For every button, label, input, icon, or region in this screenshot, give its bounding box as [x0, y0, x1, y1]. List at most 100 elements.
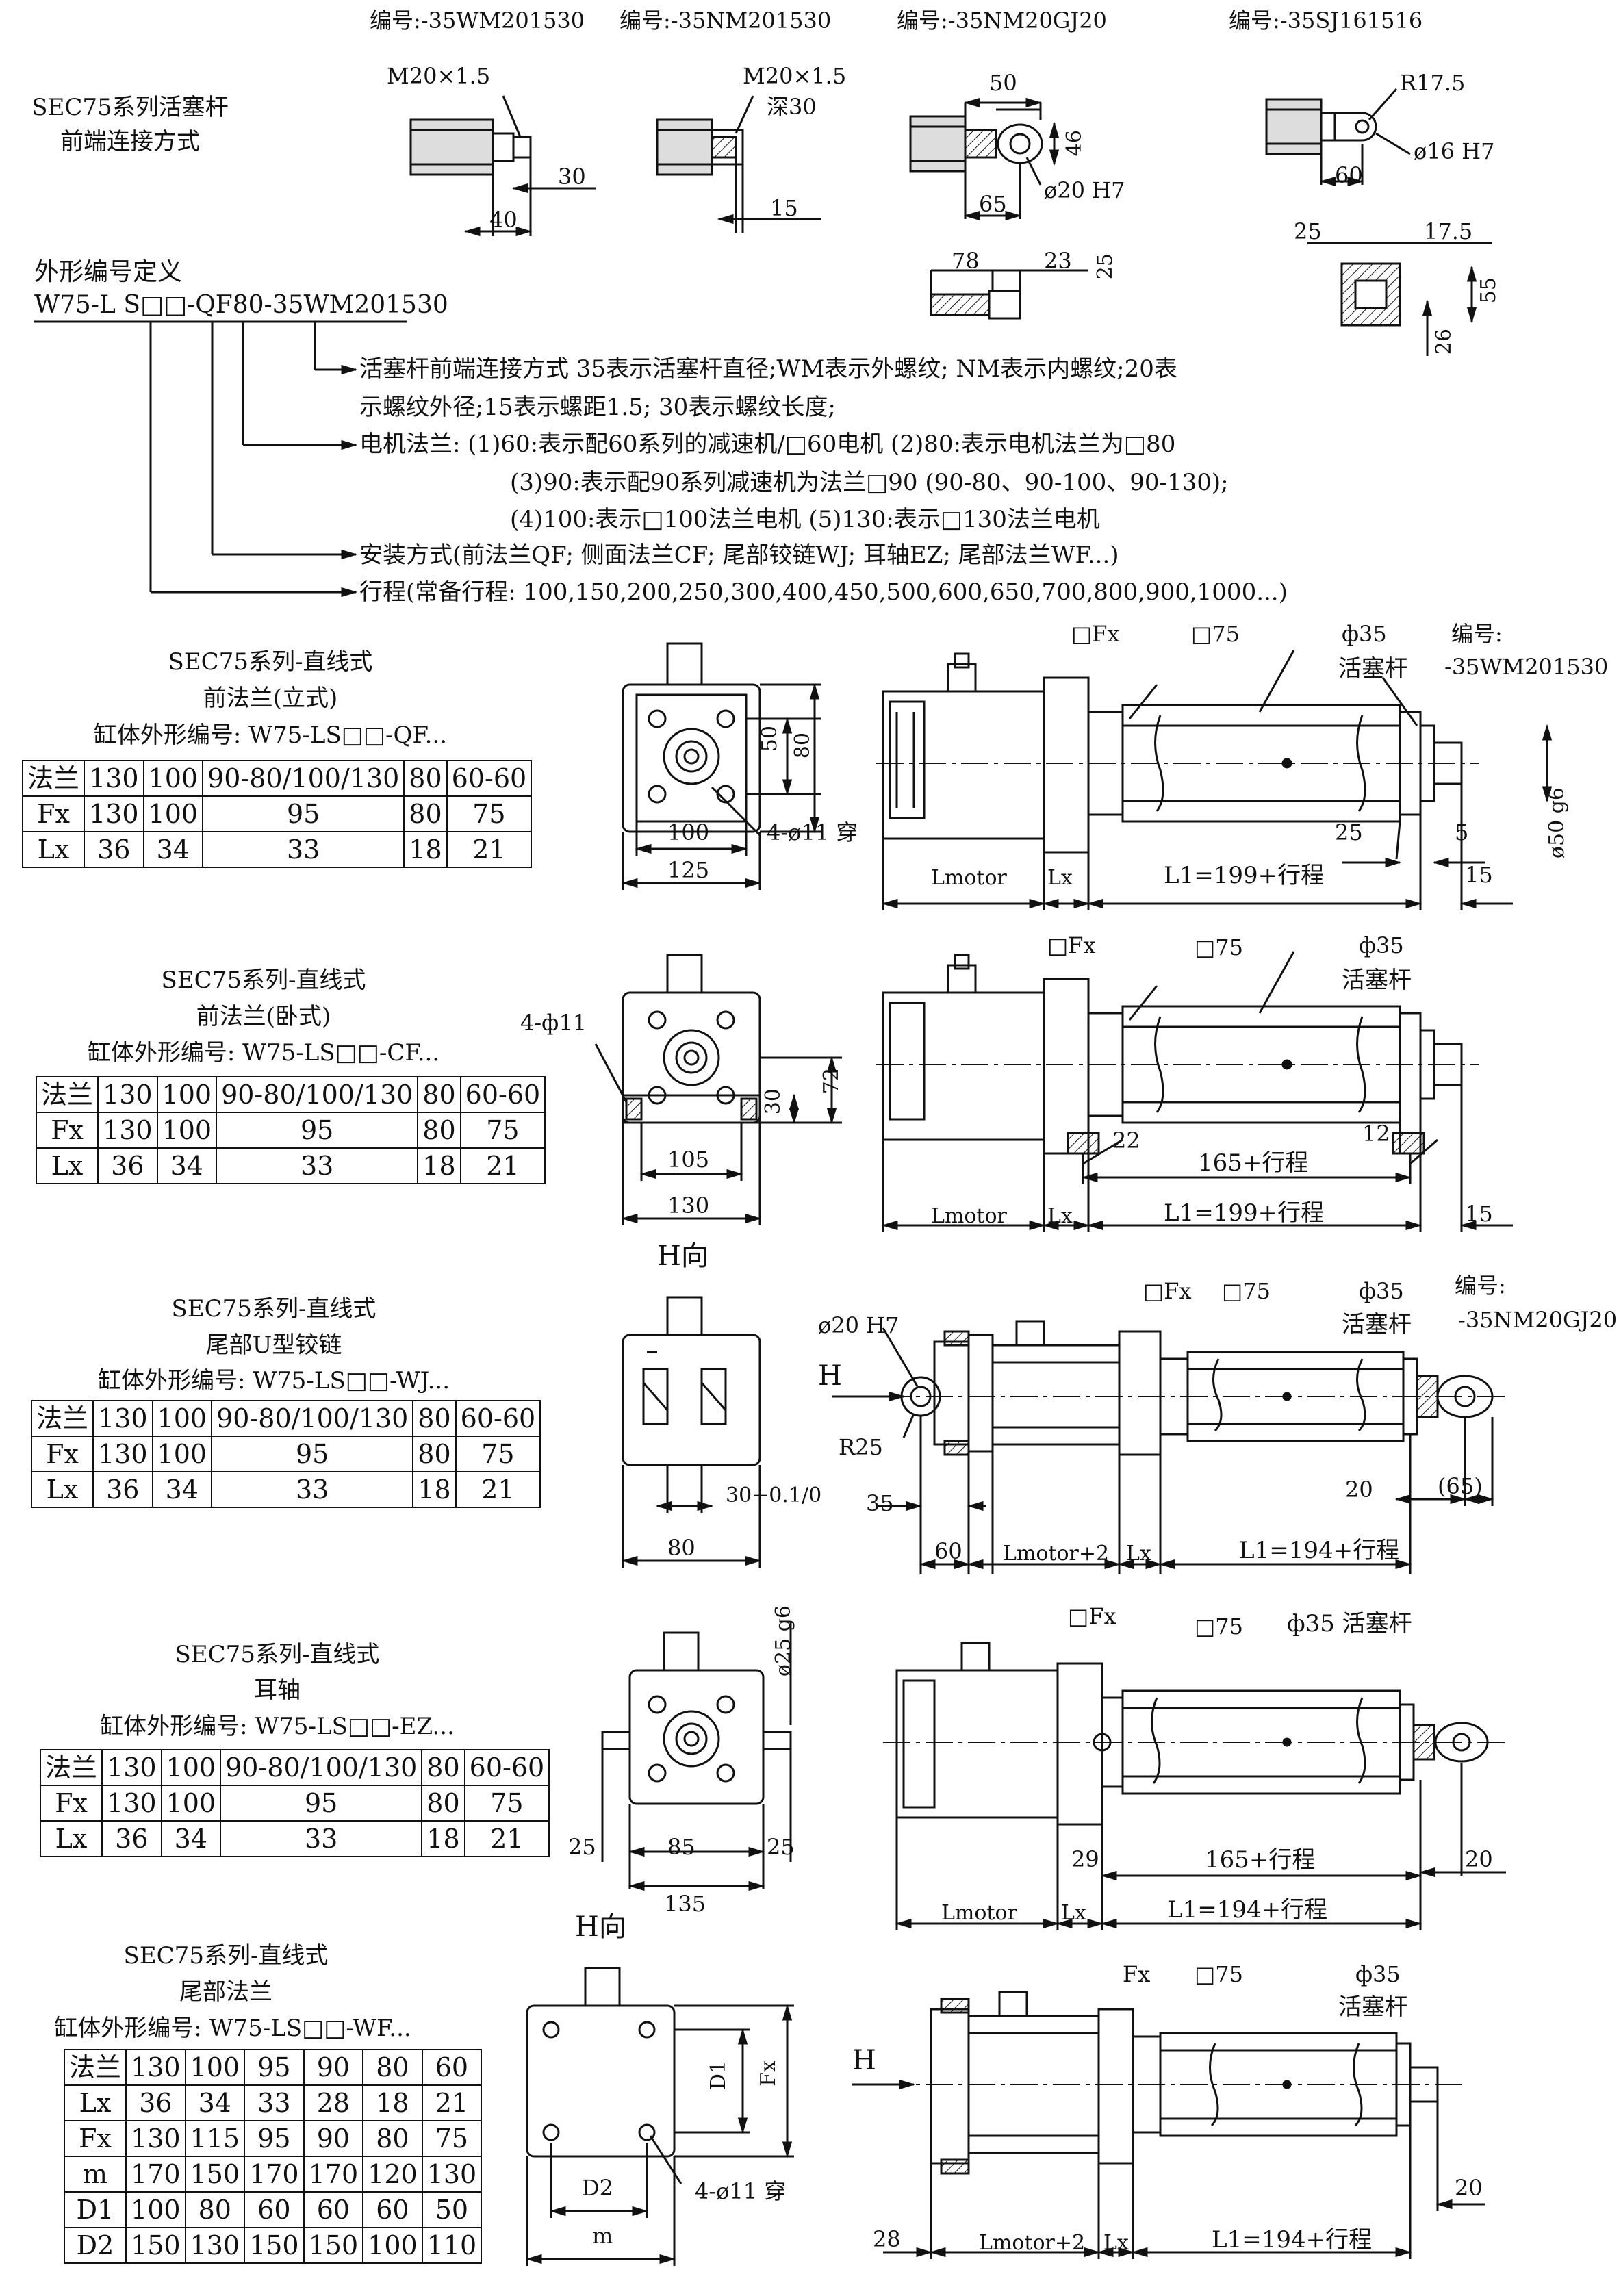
s5-h: H: [852, 2045, 876, 2076]
s1-fx: □Fx: [1071, 621, 1120, 647]
s5-title-1: SEC75系列-直线式: [123, 1942, 329, 1969]
side-view-horizontal: [594, 954, 842, 1225]
nm-thread: M20×1.5: [743, 63, 847, 89]
s2-holes: 4-ф11: [520, 1010, 587, 1036]
definition-line-1: 活塞杆前端连接方式 35表示活塞杆直径;WM表示外螺纹; NM表示内螺纹;20表: [359, 355, 1177, 383]
s3-l1: L1=194+行程: [1239, 1537, 1400, 1564]
s2-title-1: SEC75系列-直线式: [161, 967, 366, 994]
cylinder-trunnion: [883, 1642, 1506, 1930]
s3-d65: (65): [1438, 1473, 1483, 1499]
s1-d15: 15: [1465, 862, 1493, 888]
gj-h: 46: [1062, 130, 1086, 157]
s2-d15: 15: [1465, 1201, 1493, 1227]
definition-line-3: 电机法兰: (1)60:表示配60系列的减速机/□60电机 (2)80:表示电机…: [359, 431, 1176, 458]
s5-holes: 4-ø11 穿: [695, 2178, 787, 2204]
s2-d105: 105: [667, 1147, 710, 1173]
sj-w2: 17.5: [1424, 218, 1473, 244]
code-wm: 编号:-35WM201530: [370, 8, 585, 34]
s1-code-b: -35WM201530: [1444, 654, 1609, 680]
s5-l1: L1=194+行程: [1212, 2226, 1373, 2254]
s3-rod: ф35: [1359, 1278, 1404, 1304]
s4-title-3: 缸体外形编号: W75-LS□□-EZ...: [100, 1713, 455, 1740]
s4-d85: 85: [667, 1834, 695, 1860]
nm-depth: 深30: [767, 94, 817, 120]
s2-title-2: 前法兰(卧式): [196, 1003, 331, 1030]
s1-d125: 125: [667, 857, 710, 883]
wm-d1: 30: [558, 164, 586, 190]
s1-sq: □75: [1191, 621, 1240, 647]
cylinder-rear-flange: [852, 1991, 1485, 2259]
rod-end-nm-drawing: [656, 95, 821, 233]
s3-h: H: [818, 1360, 842, 1392]
s3-sq: □75: [1222, 1278, 1271, 1304]
s1-dia: ø50 g6: [1545, 787, 1569, 859]
definition-title: 外形编号定义: [34, 258, 183, 286]
s3-code-a: 编号:: [1455, 1273, 1506, 1299]
s4-lx: Lx: [1061, 1901, 1086, 1925]
code-sj: 编号:-35SJ161516: [1229, 8, 1423, 34]
side-view-h-clevis: [621, 1296, 762, 1568]
s2-d165: 165+行程: [1198, 1149, 1309, 1177]
s3-d20: 20: [1345, 1477, 1373, 1503]
cylinder-front-flange-vertical: [876, 650, 1553, 910]
s1-title-2: 前法兰(立式): [203, 685, 338, 712]
definition-line-6: 安装方式(前法兰QF; 侧面法兰CF; 尾部铰链WJ; 耳轴EZ; 尾部法兰WF…: [359, 541, 1119, 569]
rod-end-gj-drawing: [909, 97, 1088, 320]
s2-lx: Lx: [1047, 1204, 1073, 1228]
s4-title-1: SEC75系列-直线式: [175, 1641, 380, 1668]
s3-view: H向: [657, 1240, 709, 1272]
side-view-trunnion: [601, 1622, 792, 1891]
s3-title-2: 尾部U型铰链: [205, 1331, 342, 1359]
s1-d100: 100: [667, 819, 710, 845]
s3-d35: 35: [866, 1490, 894, 1516]
s1-lmotor: Lmotor: [931, 866, 1007, 890]
s1-d50: 50: [758, 726, 782, 752]
definition-line-2: 示螺纹外径;15表示螺距1.5; 30表示螺纹长度;: [359, 394, 836, 421]
gj-w: 50: [989, 70, 1017, 96]
s5-d1: D1: [706, 2061, 730, 2091]
s3-d80: 80: [667, 1535, 695, 1561]
s2-d22: 22: [1112, 1127, 1140, 1153]
s2-fx: □Fx: [1047, 932, 1096, 958]
s4-sq: □75: [1195, 1613, 1243, 1640]
s1-title-1: SEC75系列-直线式: [168, 648, 373, 676]
s2-d72: 72: [819, 1068, 843, 1095]
s2-l1: L1=199+行程: [1164, 1199, 1325, 1227]
gj-h2: 25: [1093, 253, 1117, 280]
rod-end-title-2: 前端连接方式: [60, 128, 200, 155]
s2-sq: □75: [1195, 934, 1243, 960]
s2-rod: ф35: [1359, 932, 1404, 958]
side-view-front-flange: [621, 642, 821, 890]
s4-l1: L1=194+行程: [1167, 1896, 1328, 1924]
s4-lmotor: Lmotor: [941, 1901, 1017, 1925]
sj-bore: ø16 H7: [1414, 138, 1495, 164]
s3-code-b: -35NM20GJ20: [1458, 1307, 1618, 1333]
code-gj: 编号:-35NM20GJ20: [897, 8, 1107, 34]
code-nm: 编号:-35NM201530: [620, 8, 832, 34]
gj-bore: ø20 H7: [1044, 177, 1125, 203]
definition-code: W75-L S□□-QF80-35WM201530: [34, 291, 448, 319]
rod-end-sj-drawing: [1265, 88, 1492, 356]
cylinder-front-flange-horizontal: [876, 951, 1513, 1232]
s2-title-3: 缸体外形编号: W75-LS□□-CF...: [87, 1039, 440, 1067]
s5-view: H向: [575, 1911, 626, 1943]
definition-line-5: (4)100:表示□100法兰电机 (5)130:表示□130法兰电机: [510, 506, 1100, 533]
s2-d130: 130: [667, 1192, 710, 1219]
s5-d2: D2: [582, 2175, 614, 2201]
s1-rod-label: 活塞杆: [1338, 655, 1408, 683]
definition-leaders: [34, 320, 407, 598]
s3-title-3: 缸体外形编号: W75-LS□□-WJ...: [97, 1367, 450, 1394]
s5-title-3: 缸体外形编号: W75-LS□□-WF...: [54, 2015, 411, 2042]
s3-d30: 30+0.1/0: [726, 1483, 822, 1507]
s4-dia: ø25 g6: [771, 1605, 795, 1677]
s3-lmotor: Lmotor+2: [1003, 1542, 1110, 1566]
rod-end-wm-drawing: [409, 95, 596, 237]
gj-l1: 78: [952, 248, 980, 274]
s1-l1: L1=199+行程: [1164, 862, 1325, 889]
s2-d30: 30: [761, 1088, 785, 1115]
